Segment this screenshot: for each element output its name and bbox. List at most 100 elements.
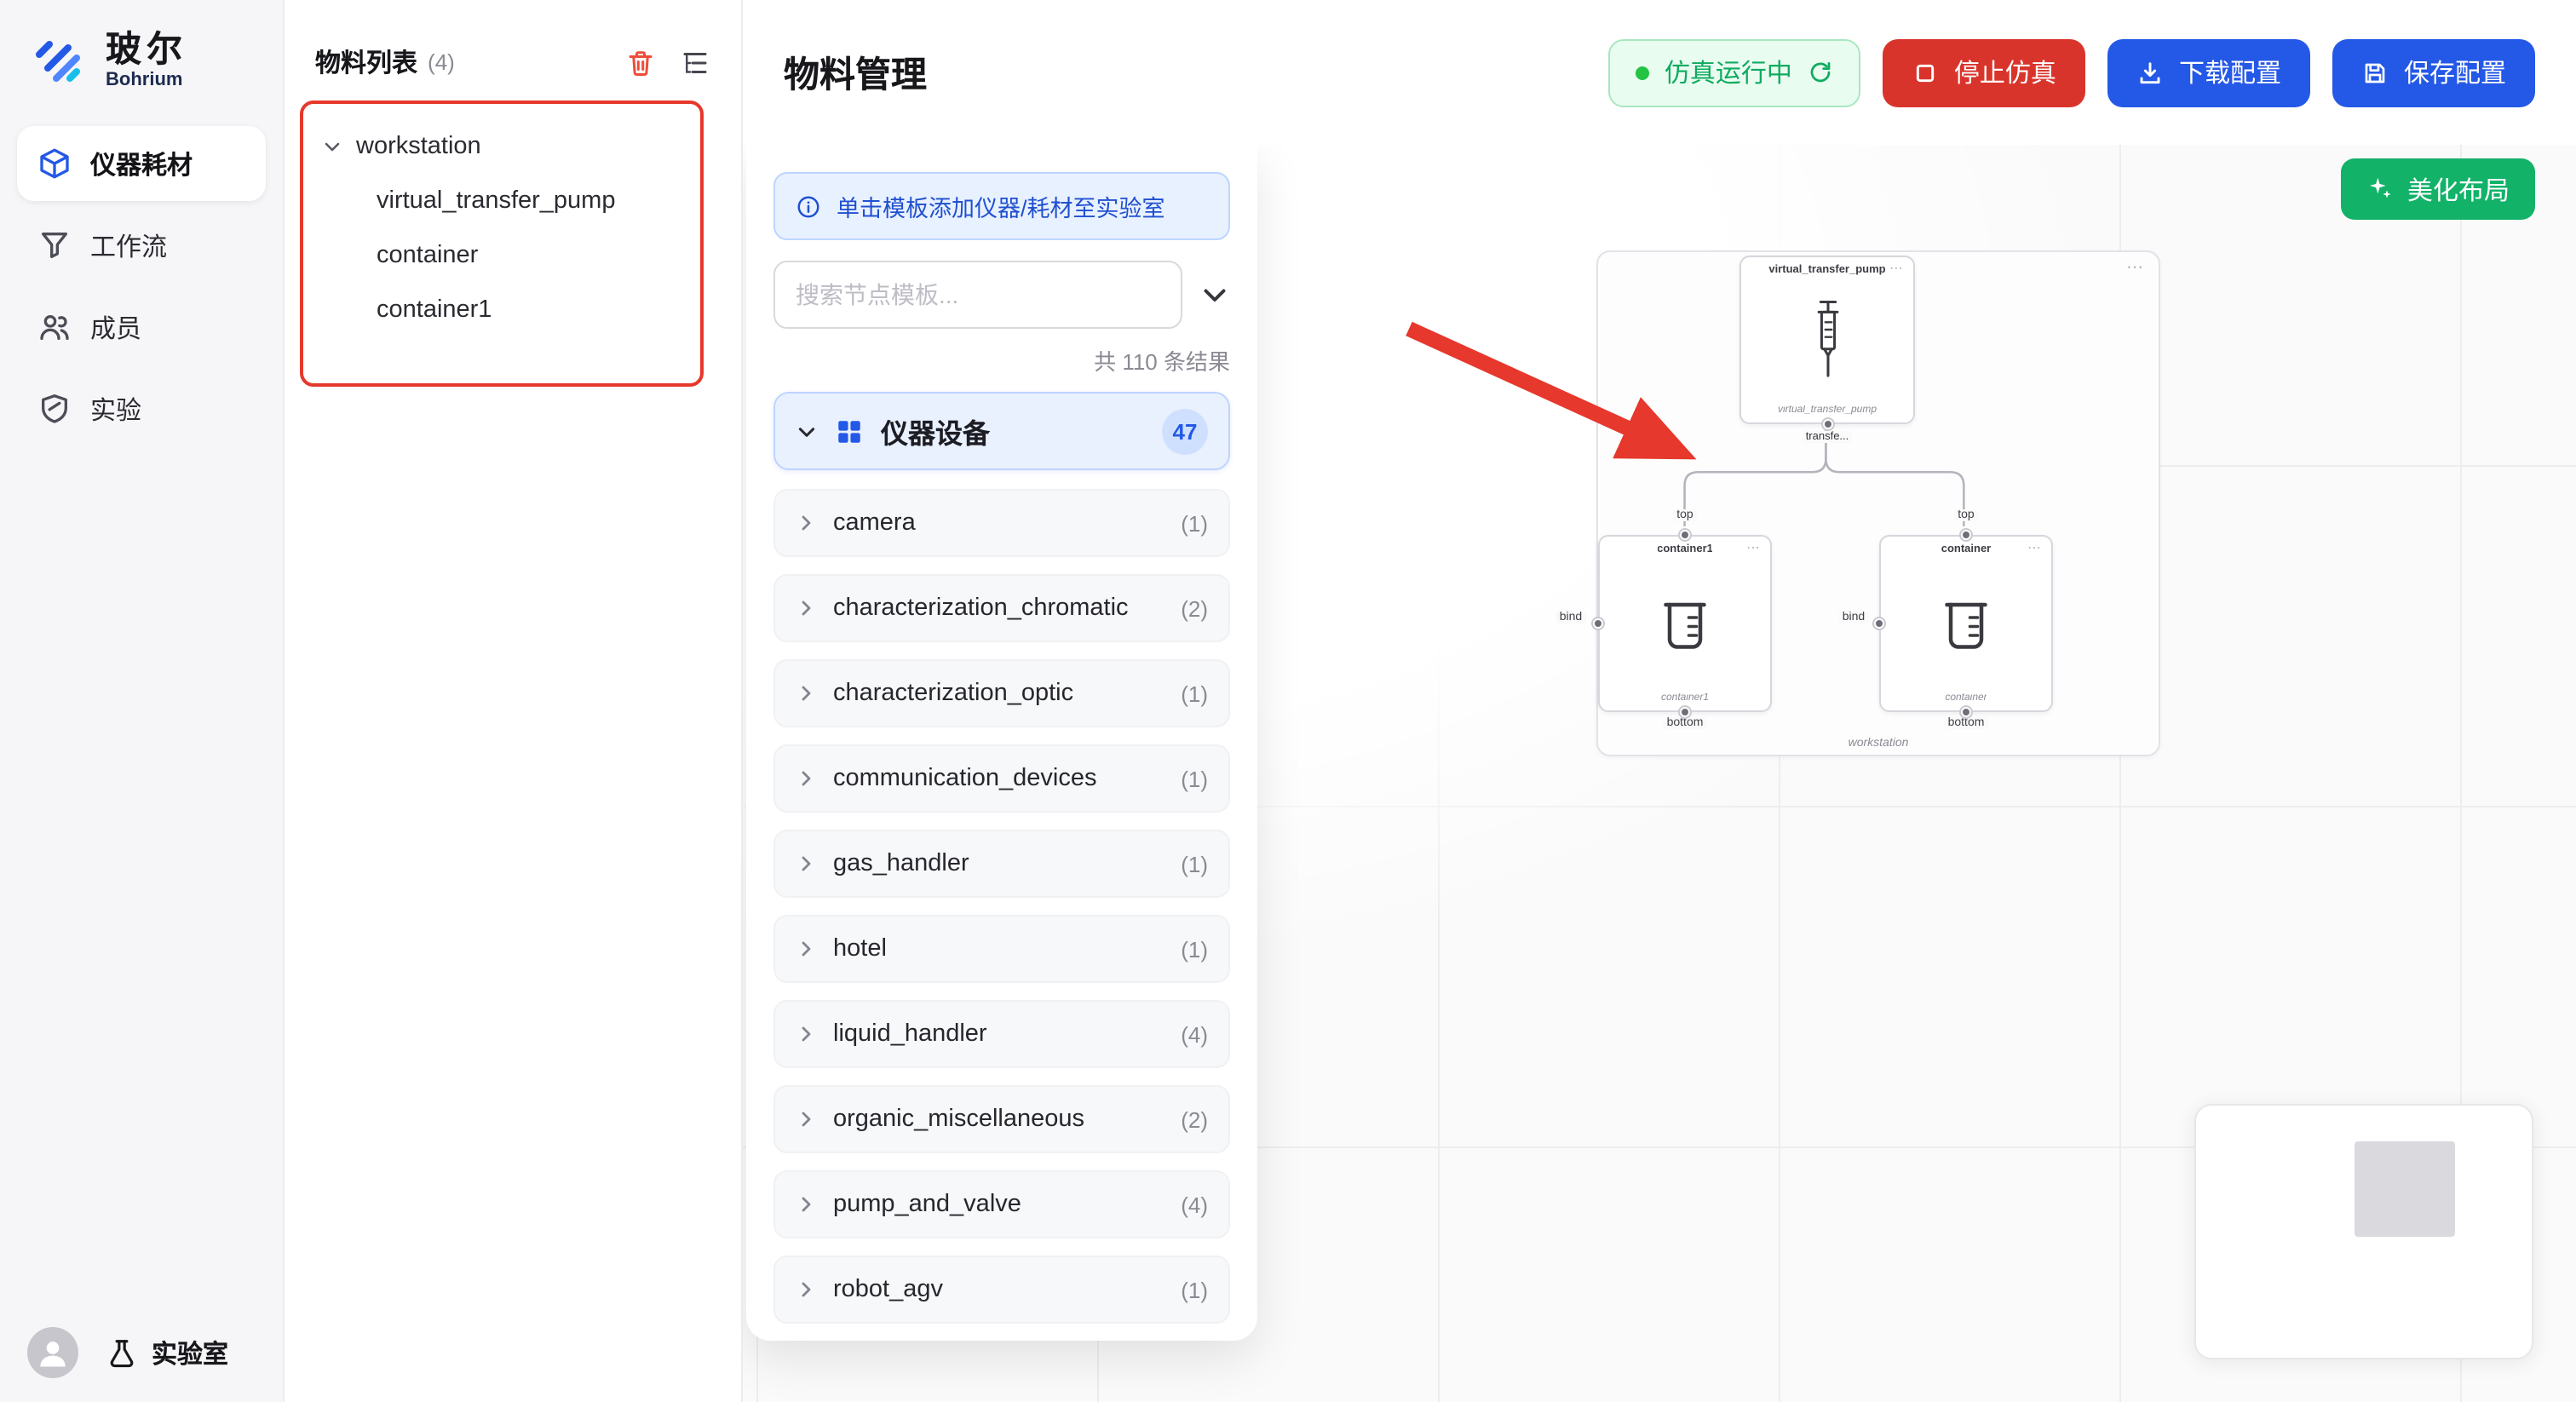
port-label-top: top [1954, 509, 1978, 521]
grid-icon [835, 417, 864, 445]
port-dot-bottom[interactable] [1961, 707, 1971, 717]
template-item-count: (1) [1181, 510, 1208, 536]
port-dot-bind[interactable] [1874, 618, 1884, 629]
port-dot-bottom[interactable] [1680, 707, 1690, 717]
category-label: 仪器设备 [881, 421, 991, 450]
tree-node-container[interactable]: container [315, 228, 710, 283]
chevron-right-icon [796, 513, 816, 533]
template-item-count: (4) [1181, 1192, 1208, 1217]
minimap-viewport[interactable] [2355, 1141, 2455, 1237]
refresh-icon[interactable] [1808, 60, 1833, 85]
beautify-layout-button[interactable]: 美化布局 [2340, 158, 2535, 220]
template-item-label: robot_agv [833, 1276, 943, 1303]
template-item-hotel[interactable]: hotel (1) [773, 915, 1230, 983]
template-item-pump-and-valve[interactable]: pump_and_valve (4) [773, 1170, 1230, 1238]
template-item-label: characterization_optic [833, 680, 1074, 707]
template-item-count: (2) [1181, 1106, 1208, 1132]
more-icon[interactable]: ⋯ [2027, 540, 2043, 555]
group-label: workstation [1848, 738, 1909, 750]
template-list: camera (1) characterization_chromatic (2… [773, 489, 1230, 1324]
workstation-group-node[interactable]: ⋯ ⋯ virtual_transfer_pump [1555, 250, 2160, 756]
template-item-robot-agv[interactable]: robot_agv (1) [773, 1255, 1230, 1324]
template-hint-banner[interactable]: 单击模板添加仪器/耗材至实验室 [773, 172, 1230, 240]
stop-icon [1912, 59, 1939, 86]
more-icon[interactable]: ⋯ [1746, 540, 1762, 555]
sidebar-item-workflow[interactable]: 工作流 [17, 208, 266, 283]
template-search-input[interactable] [773, 261, 1182, 329]
template-item-characterization-chromatic[interactable]: characterization_chromatic (2) [773, 574, 1230, 642]
port-label-bottom: bottom [1663, 717, 1707, 729]
status-text: 仿真运行中 [1664, 60, 1792, 89]
more-icon[interactable]: ⋯ [2126, 259, 2145, 278]
users-icon [37, 310, 72, 344]
node-subtitle: virtual_transfer_pump [1777, 405, 1877, 416]
lab-entry[interactable]: 实验室 [106, 1335, 228, 1370]
save-config-button[interactable]: 保存配置 [2332, 38, 2535, 106]
virtual-transfer-pump-node[interactable]: ⋯ virtual_transfer_pump virtual_transfer… [1739, 256, 1915, 429]
tree-node-label: virtual_transfer_pump [377, 187, 616, 215]
brand-name-en: Bohrium [106, 69, 183, 89]
template-item-liquid-handler[interactable]: liquid_handler (4) [773, 1000, 1230, 1068]
banner-text: 单击模板添加仪器/耗材至实验室 [837, 196, 1165, 221]
port-label-bind: bind [1555, 612, 1586, 623]
sidebar-item-experiments[interactable]: 实验 [17, 371, 266, 446]
port-dot-bottom[interactable] [1822, 419, 1832, 429]
chevron-down-icon[interactable] [322, 135, 342, 156]
experiment-shield-icon [37, 392, 72, 426]
trash-icon[interactable] [625, 47, 656, 78]
template-item-count: (4) [1181, 1021, 1208, 1047]
chevron-right-icon [796, 1109, 816, 1129]
download-config-button[interactable]: 下载配置 [2107, 38, 2310, 106]
chevron-right-icon [796, 1279, 816, 1300]
tree-node-virtual-transfer-pump[interactable]: virtual_transfer_pump [315, 174, 710, 228]
chevron-right-icon [796, 1024, 816, 1044]
node-title: container [1941, 543, 1992, 555]
brand-name-zh: 玻尔 [106, 30, 187, 69]
template-item-count: (1) [1181, 936, 1208, 962]
stop-simulation-button[interactable]: 停止仿真 [1882, 38, 2085, 106]
flow-canvas[interactable]: ⋯ ⋯ virtual_transfer_pump [743, 145, 2576, 1402]
template-item-label: characterization_chromatic [833, 595, 1129, 622]
template-item-label: camera [833, 509, 916, 537]
category-instruments[interactable]: 仪器设备 47 [773, 392, 1230, 470]
status-dot [1635, 66, 1649, 79]
tree-node-workstation[interactable]: workstation [315, 118, 710, 174]
user-avatar[interactable] [27, 1327, 78, 1378]
brand[interactable]: 玻尔 Bohrium [0, 0, 283, 116]
tree-view-icon[interactable] [680, 47, 710, 78]
tree-node-container1[interactable]: container1 [315, 283, 710, 337]
template-item-communication-devices[interactable]: communication_devices (1) [773, 744, 1230, 813]
main-header: 物料管理 仿真运行中 [743, 0, 2576, 145]
chevron-right-icon [796, 853, 816, 874]
port-label-top: top [1673, 509, 1697, 521]
port-dot-bind[interactable] [1593, 618, 1603, 629]
template-item-count: (1) [1181, 766, 1208, 791]
template-item-camera[interactable]: camera (1) [773, 489, 1230, 557]
download-button-label: 下载配置 [2178, 60, 2281, 89]
template-item-count: (1) [1181, 851, 1208, 876]
sidebar: 玻尔 Bohrium 仪器耗材 工作 [0, 0, 283, 1402]
collapse-panel-chevron-icon[interactable] [1199, 279, 1230, 310]
sidebar-item-label: 成员 [90, 314, 142, 343]
port-dot-top[interactable] [1680, 530, 1690, 540]
template-item-organic-miscellaneous[interactable]: organic_miscellaneous (2) [773, 1085, 1230, 1153]
port-dot-top[interactable] [1961, 530, 1971, 540]
results-summary: 共 110 条结果 [1094, 349, 1230, 375]
minimap[interactable] [2194, 1104, 2533, 1359]
port-label-transfer: transfe... [1802, 431, 1853, 443]
template-item-characterization-optic[interactable]: characterization_optic (1) [773, 659, 1230, 727]
sidebar-item-instruments[interactable]: 仪器耗材 [17, 126, 266, 201]
sidebar-item-label: 仪器耗材 [90, 151, 193, 180]
sidebar-item-label: 工作流 [90, 233, 168, 261]
container-node[interactable]: ⋯ container container [1874, 530, 2053, 717]
sidebar-item-members[interactable]: 成员 [17, 290, 266, 365]
container1-node[interactable]: ⋯ container1 container1 [1593, 530, 1772, 717]
more-icon[interactable]: ⋯ [1889, 261, 1905, 276]
template-item-label: hotel [833, 935, 887, 962]
simulation-status-pill[interactable]: 仿真运行中 [1607, 38, 1860, 106]
materials-panel-header: 物料列表 (4) [285, 0, 741, 94]
sparkle-icon [2366, 175, 2394, 203]
node-title: virtual_transfer_pump [1768, 264, 1886, 276]
template-item-gas-handler[interactable]: gas_handler (1) [773, 830, 1230, 898]
materials-tree: workstation virtual_transfer_pump contai… [285, 94, 741, 387]
